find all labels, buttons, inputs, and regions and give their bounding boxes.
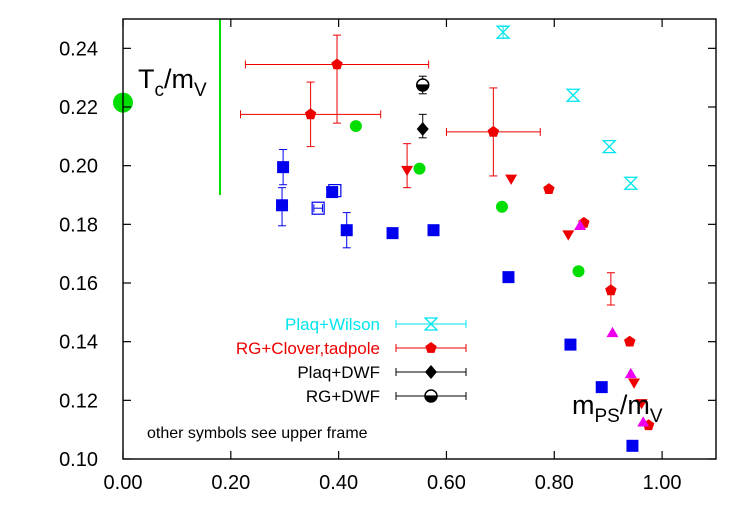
tc-mv-sub: V — [194, 80, 207, 101]
data-point-square — [626, 439, 639, 452]
x-tick-label: 0.40 — [319, 472, 358, 494]
data-point-triangle-up — [606, 326, 619, 338]
x-tick-label: 0.60 — [427, 472, 466, 494]
legend-marker-diamond — [425, 365, 437, 379]
svg-text:mPS/mV: mPS/mV — [572, 390, 663, 427]
data-point-triangle-down — [505, 174, 518, 185]
data-point-circle — [349, 120, 362, 133]
mps-main: m — [572, 390, 595, 420]
data-point-pentagon — [543, 183, 555, 194]
data-point-triangle-down — [401, 165, 414, 177]
legend-marker-pentagon — [425, 342, 437, 353]
data-point-hourglass — [623, 176, 639, 190]
data-point-open-square — [311, 201, 325, 215]
tc-slash: /m — [164, 64, 194, 94]
x-tick-label: 1.00 — [643, 472, 682, 494]
data-point-triangle-up — [624, 367, 637, 379]
data-point-circle — [495, 200, 508, 213]
data-point-square — [277, 161, 290, 174]
y-tick-label: 0.20 — [59, 156, 98, 178]
y-tick-label: 0.10 — [59, 449, 98, 471]
mps-sub: PS — [595, 406, 620, 427]
tc-sub: c — [155, 80, 165, 101]
data-points — [113, 25, 655, 452]
data-point-pentagon — [605, 284, 617, 296]
half-circle-fill — [416, 85, 429, 91]
data-point-triangle-down — [635, 399, 648, 410]
legend-entry: Plaq+DWF — [297, 363, 467, 382]
legend-label: Plaq+Wilson — [285, 315, 380, 334]
data-point-triangle-down — [562, 230, 575, 241]
x-tick-label: 0.00 — [104, 472, 143, 494]
footnote-text: other symbols see upper frame — [147, 425, 368, 442]
mps-mv-annotation: mPS/mV — [572, 390, 663, 427]
data-point-square — [340, 224, 353, 237]
y-tick-label: 0.18 — [59, 214, 98, 236]
legend-marker-half-circle — [424, 389, 438, 403]
data-point-circle — [572, 265, 585, 278]
svg-text:Tc/mV: Tc/mV — [138, 64, 207, 101]
data-point-pentagon — [331, 58, 343, 70]
y-tick-label: 0.22 — [59, 97, 98, 119]
data-point-square — [502, 271, 515, 284]
x-tick-label: 0.20 — [211, 472, 250, 494]
legend-entry: Plaq+Wilson — [285, 315, 467, 334]
mps-slash: /m — [620, 390, 650, 420]
data-point-triangle-up — [637, 416, 650, 427]
data-point-open-square — [328, 184, 342, 198]
axes: 0.00 0.20 0.40 0.60 0.80 1.00 0.10 0.12 0.14 0.16… — [59, 19, 716, 494]
legend-label: Plaq+DWF — [297, 363, 380, 382]
y-tick-label: 0.12 — [59, 390, 98, 412]
data-point-hourglass — [565, 88, 581, 102]
data-point-square — [386, 227, 399, 240]
legend-entry: RG+Clover,tadpole — [236, 339, 467, 358]
data-point-diamond — [416, 122, 429, 136]
legend-entry: RG+DWF — [306, 387, 467, 406]
y-tick-label: 0.24 — [59, 38, 98, 60]
tc-mv-annotation: Tc/mV — [138, 64, 207, 101]
half-circle-fill — [425, 396, 437, 402]
data-point-square — [427, 224, 440, 237]
x-tick-label: 0.80 — [535, 472, 574, 494]
mps-mv-sub: V — [650, 406, 663, 427]
data-point-pentagon — [487, 125, 500, 137]
data-point-triangle-down — [628, 378, 641, 389]
data-point-triangle-up — [574, 219, 587, 230]
data-point-square — [276, 199, 289, 212]
data-point-square — [595, 381, 608, 394]
data-point-half-circle — [415, 78, 430, 92]
plot-frame — [122, 18, 717, 460]
data-point-square — [564, 338, 577, 351]
legend-label: RG+DWF — [306, 387, 380, 406]
y-tick-label: 0.16 — [59, 273, 98, 295]
legend-marker-hourglass — [423, 317, 439, 331]
tc-main: T — [138, 64, 155, 94]
legend-label: RG+Clover,tadpole — [236, 339, 380, 358]
data-point-circle — [413, 162, 426, 175]
data-point-hourglass — [601, 139, 617, 154]
y-tick-label: 0.14 — [59, 332, 98, 354]
data-point-hourglass — [495, 25, 511, 39]
data-point-pentagon — [624, 335, 636, 347]
data-point-pentagon — [304, 108, 317, 120]
